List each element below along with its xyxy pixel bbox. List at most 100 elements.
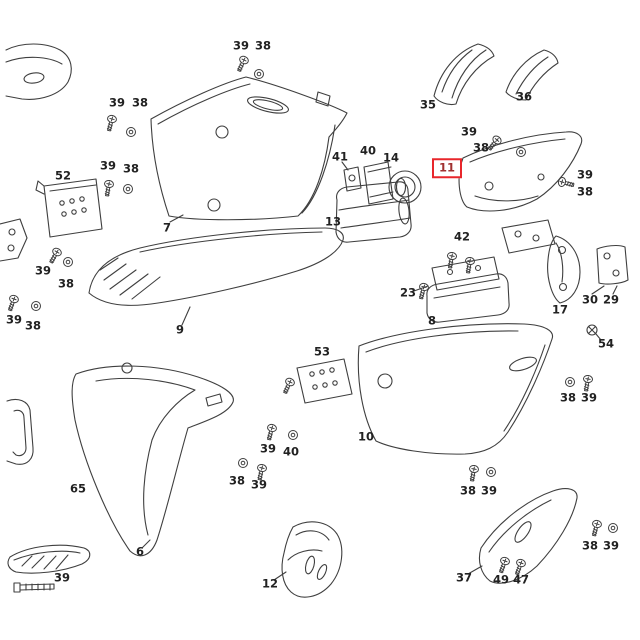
washer-icon (607, 522, 619, 534)
part-label-42[interactable]: 42 (453, 229, 471, 244)
part-label-39[interactable]: 39 (480, 483, 498, 498)
part-label-40[interactable]: 40 (359, 143, 377, 158)
part-label-38[interactable]: 38 (228, 473, 246, 488)
part-label-13[interactable]: 13 (324, 214, 342, 229)
part-65-bracket-drawing (6, 398, 34, 465)
part-label-38[interactable]: 38 (57, 276, 75, 291)
part-label-38[interactable]: 38 (581, 538, 599, 553)
part-label-49[interactable]: 49 (492, 572, 510, 587)
part-label-37[interactable]: 37 (455, 570, 473, 585)
part-12-disc-guard-drawing (273, 521, 343, 598)
part-label-40[interactable]: 40 (282, 444, 300, 459)
part-label-9[interactable]: 9 (175, 322, 185, 337)
part-label-38[interactable]: 38 (131, 95, 149, 110)
part-42-bracket-drawing (431, 256, 500, 291)
washer-icon (485, 466, 497, 478)
washer-icon (237, 457, 249, 469)
screw-icon (103, 113, 118, 133)
part-label-39[interactable]: 39 (259, 441, 277, 456)
part-label-52[interactable]: 52 (54, 168, 72, 183)
screw-icon (5, 293, 20, 313)
part-label-39[interactable]: 39 (53, 570, 71, 585)
part-label-39[interactable]: 39 (250, 477, 268, 492)
screw-icon (234, 54, 251, 74)
part-label-38[interactable]: 38 (576, 184, 594, 199)
part-label-38[interactable]: 38 (122, 161, 140, 176)
part-left-edge-bracket-drawing (0, 218, 28, 262)
screw-icon (280, 376, 297, 396)
long-bolt-icon (13, 582, 55, 593)
part-label-39[interactable]: 39 (232, 38, 250, 53)
part-label-41[interactable]: 41 (331, 149, 349, 164)
washer-icon (253, 68, 265, 80)
part-label-29[interactable]: 29 (602, 292, 620, 307)
screw-icon (588, 518, 603, 538)
screw-icon (466, 464, 480, 483)
part-label-39[interactable]: 39 (460, 124, 478, 139)
part-label-7[interactable]: 7 (162, 220, 172, 235)
part-fragment-top-left-drawing (5, 43, 72, 100)
washer-icon (30, 300, 42, 312)
washer-icon (62, 256, 74, 268)
part-14-end-cap-drawing (388, 170, 422, 204)
part-label-39[interactable]: 39 (34, 263, 52, 278)
part-label-30[interactable]: 30 (581, 292, 599, 307)
part-6-front-shroud-drawing (71, 362, 234, 557)
screw-icon (263, 422, 278, 442)
screw-icon (462, 256, 476, 275)
part-label-35[interactable]: 35 (419, 97, 437, 112)
part-label-39[interactable]: 39 (576, 167, 594, 182)
part-label-39[interactable]: 39 (108, 95, 126, 110)
washer-icon (564, 376, 576, 388)
part-label-53[interactable]: 53 (313, 344, 331, 359)
part-label-14[interactable]: 14 (382, 150, 400, 165)
part-52-bracket-drawing (35, 178, 103, 238)
screw-icon (444, 251, 458, 270)
screw-icon (46, 246, 64, 266)
part-label-39[interactable]: 39 (602, 538, 620, 553)
part-label-36[interactable]: 36 (515, 89, 533, 104)
part-54-rivet-drawing (586, 324, 602, 341)
part-label-38[interactable]: 38 (459, 483, 477, 498)
part-9-seat-drawing (88, 227, 344, 326)
part-53-plate-drawing (296, 358, 353, 404)
part-label-23[interactable]: 23 (399, 285, 417, 300)
part-label-17[interactable]: 17 (551, 302, 569, 317)
part-label-10[interactable]: 10 (357, 429, 375, 444)
part-label-39[interactable]: 39 (580, 390, 598, 405)
washer-icon (125, 126, 137, 138)
screw-icon (580, 374, 594, 393)
part-label-39[interactable]: 39 (5, 312, 23, 327)
part-35-guard-drawing (433, 43, 495, 106)
part-37-guard-drawing (467, 488, 578, 584)
part-40-strap-drawing (363, 161, 394, 205)
part-label-47[interactable]: 47 (512, 572, 530, 587)
screw-icon (101, 179, 115, 198)
part-label-38[interactable]: 38 (472, 140, 490, 155)
part-label-11-highlighted[interactable]: 11 (431, 158, 463, 178)
part-36-guard-drawing (505, 49, 559, 101)
part-label-39[interactable]: 39 (99, 158, 117, 173)
part-17-bracket-drawing (547, 235, 581, 304)
part-11-rear-fender-drawing (458, 131, 583, 212)
part-41-bracket-drawing (341, 161, 362, 192)
part-label-38[interactable]: 38 (559, 390, 577, 405)
part-label-38[interactable]: 38 (24, 318, 42, 333)
part-label-54[interactable]: 54 (597, 336, 615, 351)
part-7-side-panel-drawing (150, 76, 348, 223)
part-label-12[interactable]: 12 (261, 576, 279, 591)
part-label-6[interactable]: 6 (135, 544, 145, 559)
part-label-8[interactable]: 8 (427, 313, 437, 328)
washer-icon (515, 146, 527, 158)
part-8-plate-drawing (413, 273, 510, 323)
part-bottom-left-pad-drawing (7, 544, 91, 574)
part-fender-bracket-drawing (501, 219, 556, 254)
washer-icon (122, 183, 134, 195)
screw-icon (556, 176, 576, 191)
screw-icon (496, 555, 511, 575)
part-label-38[interactable]: 38 (254, 38, 272, 53)
washer-icon (287, 429, 299, 441)
part-label-65[interactable]: 65 (69, 481, 87, 496)
